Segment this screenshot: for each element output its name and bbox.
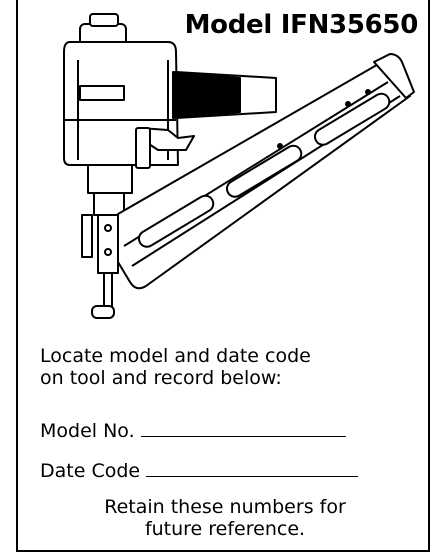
retain-note: Retain these numbers for future referenc… (18, 496, 432, 540)
date-code-field: Date Code (40, 458, 359, 482)
model-number-blank (140, 418, 346, 437)
retain-note-line-1: Retain these numbers for (104, 496, 346, 518)
date-code-blank (146, 458, 359, 477)
model-title: Model IFN35650 (184, 10, 419, 40)
record-card: Model IFN35650 (16, 0, 430, 552)
instructions-text: Locate model and date code on tool and r… (40, 345, 311, 389)
model-number-label: Model No. (40, 420, 135, 442)
nailer-illustration (63, 13, 415, 319)
date-code-label: Date Code (40, 460, 141, 482)
retain-note-line-2: future reference. (144, 518, 306, 540)
model-number-field: Model No. (40, 418, 346, 442)
